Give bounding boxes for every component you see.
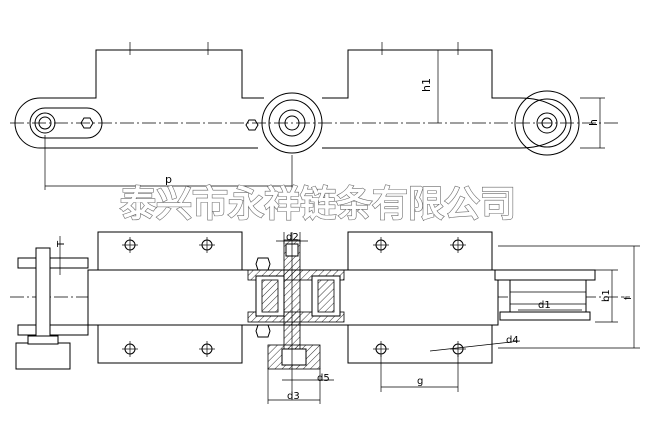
label-h1: h1 <box>420 78 433 92</box>
label-g: g <box>417 376 423 387</box>
label-p: p <box>165 173 172 186</box>
link-outline <box>40 49 520 149</box>
label-d2: d2 <box>286 232 299 243</box>
company-watermark: 泰兴市永祥链条有限公司 <box>120 184 516 225</box>
plate-bottom-left <box>97 324 243 364</box>
left-roller-flange <box>15 342 71 370</box>
label-h: h <box>587 119 600 126</box>
left-bottom-bar <box>17 324 89 336</box>
bolt-holes <box>122 237 466 357</box>
plate-top-left <box>97 231 243 271</box>
label-d4: d4 <box>506 335 519 346</box>
plate-bottom-right <box>347 324 493 364</box>
label-d1: d1 <box>538 300 551 311</box>
right-roller-section <box>494 269 596 321</box>
left-roller-neck <box>27 335 59 345</box>
nut-center <box>245 119 259 131</box>
plate-top-right <box>347 231 493 271</box>
plan-view: T <box>10 231 640 404</box>
label-d3: d3 <box>287 391 300 402</box>
label-f: f <box>623 296 634 300</box>
label-T: T <box>56 240 67 248</box>
center-roller-section <box>247 232 345 400</box>
left-pin-body <box>35 247 51 339</box>
label-d5: d5 <box>317 373 330 384</box>
label-b1: b1 <box>601 289 612 302</box>
left-top-bar <box>17 257 89 269</box>
side-view: h1 h p <box>10 42 620 190</box>
